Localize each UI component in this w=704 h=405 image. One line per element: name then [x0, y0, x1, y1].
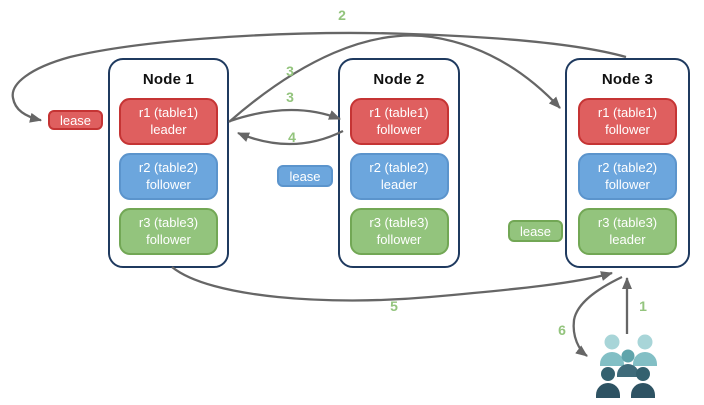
person-dark-left-head: [601, 367, 615, 381]
node-1-title: Node 1: [142, 71, 195, 88]
person-light-left-head: [604, 334, 620, 350]
arrow-step-5-response-to-gateway: [171, 266, 613, 302]
step-label-1: 1: [639, 298, 647, 314]
node-3-replica-r1: r1 (table1) follower: [578, 98, 677, 145]
replica-role-label: leader: [609, 231, 646, 247]
step-label-5: 5: [390, 298, 398, 314]
lease-tag-red: lease: [48, 110, 103, 130]
replica-range-label: r3 (table3): [597, 215, 658, 231]
replica-role-label: follower: [376, 231, 422, 247]
arrow-step-6-response-to-client: [572, 275, 623, 357]
node-2: Node 2 r1 (table1) follower r2 (table2) …: [338, 58, 460, 268]
person-dark-left-body: [596, 383, 620, 398]
replica-role-label: leader: [380, 176, 418, 192]
arrow-step-2-gateway-to-leaseholder: [11, 31, 627, 123]
node-1-replica-r1: r1 (table1) leader: [119, 98, 218, 145]
node-3: Node 3 r1 (table1) follower r2 (table2) …: [565, 58, 690, 268]
replica-range-label: r3 (table3): [369, 215, 429, 231]
person-light-right-body: [633, 352, 657, 366]
node-3-replica-r3: r3 (table3) leader: [578, 208, 677, 255]
replica-role-label: leader: [150, 121, 187, 137]
replica-range-label: r3 (table3): [138, 215, 199, 231]
node-2-title: Node 2: [373, 71, 425, 88]
lease-tag-green: lease: [508, 220, 563, 242]
person-light-left-body: [600, 352, 624, 366]
step-label-3b: 3: [286, 89, 294, 105]
node-2-replica-r3: r3 (table3) follower: [349, 208, 449, 255]
person-dark-right-head: [636, 367, 650, 381]
person-dark-right-body: [631, 383, 655, 398]
node-1-replica-r3: r3 (table3) follower: [119, 208, 218, 255]
step-label-3a: 3: [286, 63, 294, 79]
person-center-head: [621, 349, 635, 363]
node-3-replica-r2: r2 (table2) follower: [578, 153, 677, 200]
replica-range-label: r1 (table1): [138, 105, 199, 121]
replica-range-label: r2 (table2): [597, 160, 658, 176]
clients-icon: [596, 334, 657, 398]
replica-role-label: follower: [376, 121, 422, 137]
replica-range-label: r2 (table2): [138, 160, 199, 176]
step-label-2: 2: [338, 7, 346, 23]
person-center-body: [617, 364, 639, 377]
arrow-step-3-leader-to-node2-follower: [229, 108, 341, 123]
lease-tag-blue: lease: [277, 165, 333, 187]
replica-role-label: follower: [146, 176, 191, 192]
node-1-replica-r2: r2 (table2) follower: [119, 153, 218, 200]
replica-range-label: r1 (table1): [369, 105, 429, 121]
step-label-6: 6: [558, 322, 566, 338]
replica-role-label: follower: [146, 231, 191, 247]
replica-role-label: follower: [605, 176, 650, 192]
step-label-4: 4: [288, 129, 296, 145]
replica-range-label: r2 (table2): [369, 160, 429, 176]
node-2-replica-r1: r1 (table1) follower: [349, 98, 449, 145]
replica-range-label: r1 (table1): [597, 105, 658, 121]
node-1: Node 1 r1 (table1) leader r2 (table2) fo…: [108, 58, 229, 268]
node-3-title: Node 3: [601, 71, 654, 88]
replica-role-label: follower: [605, 121, 650, 137]
person-light-right-head: [637, 334, 653, 350]
node-2-replica-r2: r2 (table2) leader: [349, 153, 449, 200]
